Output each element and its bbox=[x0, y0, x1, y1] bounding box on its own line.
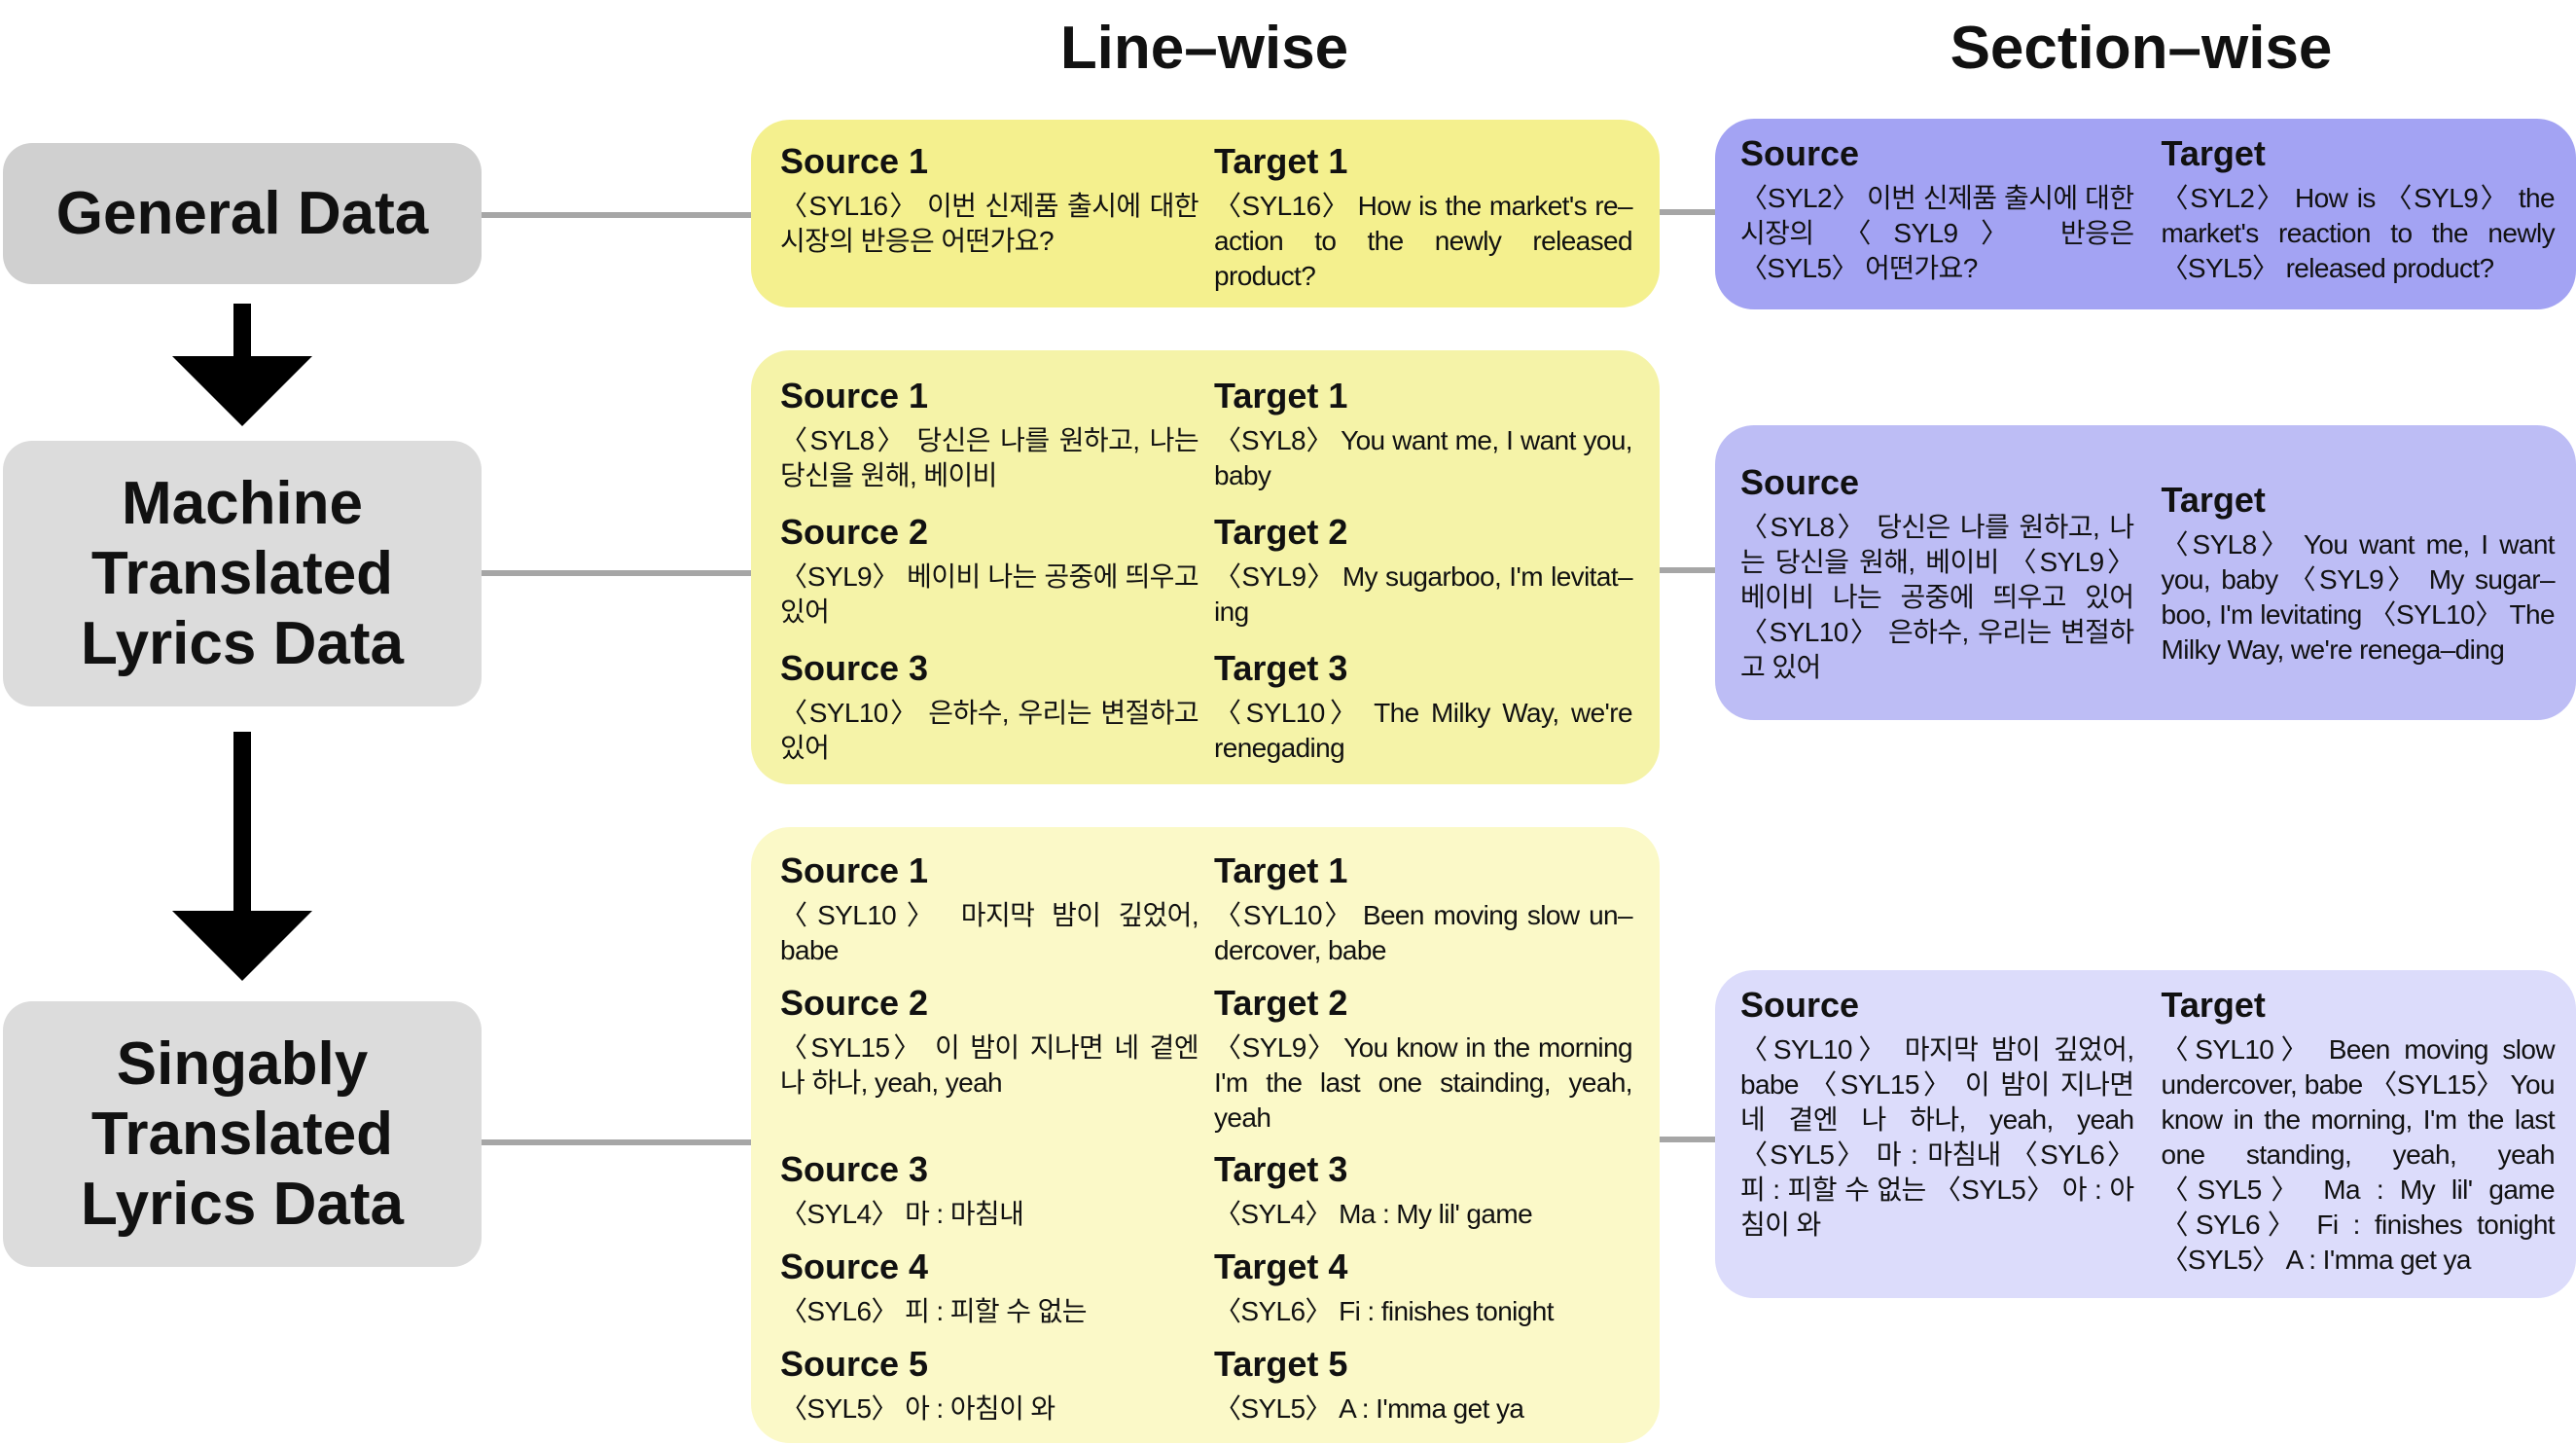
line-wise-header: Line–wise bbox=[1059, 15, 1349, 82]
target-text: 〈SYL8〉 You want me, I want you, baby 〈SY… bbox=[2161, 528, 2556, 665]
level-singably-translated: Singably Translated Lyrics Data bbox=[3, 1001, 482, 1267]
source-text: 〈SYL10〉 마지막 밤이 깊었어, babe bbox=[780, 899, 1199, 965]
connector-line bbox=[1660, 1137, 1715, 1142]
level-machine-translated: Machine Translated Lyrics Data bbox=[3, 441, 482, 706]
target-label: Target 4 bbox=[1214, 1246, 1348, 1287]
arrow-down-icon-1-shaft bbox=[233, 304, 251, 362]
source-text: 〈SYL10〉 마지막 밤이 깊었어, babe 〈SYL15〉 이 밤이 지나… bbox=[1740, 1034, 2134, 1240]
source-text: 〈SYL2〉 이번 신제품 출시에 대한 시장의 〈SYL9〉 반응은 〈SYL… bbox=[1740, 183, 2134, 283]
line-wise-box-singable: Source 1 〈SYL10〉 마지막 밤이 깊었어, babe Target … bbox=[751, 827, 1660, 1443]
target-text: 〈SYL10〉 Been moving slow un–dercover, ba… bbox=[1214, 899, 1633, 965]
source-text: 〈SYL4〉 마 : 마침내 bbox=[780, 1199, 1024, 1230]
line-pair: Source 1 〈SYL10〉 마지막 밤이 깊었어, babe Target … bbox=[780, 849, 1633, 968]
level-general-data: General Data bbox=[3, 143, 482, 284]
line-wise-box-general: Source 1 〈SYL16〉 이번 신제품 출시에 대한 시장의 반응은 어떤… bbox=[751, 120, 1660, 307]
target-label: Target 1 bbox=[1214, 140, 1348, 181]
connector-line bbox=[482, 212, 751, 218]
source-text: 〈SYL8〉 당신은 나를 원하고, 나는 당신을 원해, 베이비 bbox=[780, 425, 1199, 490]
arrow-down-icon-2-shaft bbox=[233, 732, 251, 917]
source-label: Source bbox=[1740, 133, 1860, 173]
source-label: Source 4 bbox=[780, 1246, 929, 1287]
connector-line bbox=[482, 1139, 751, 1145]
section-wise-box-machine: Source 〈SYL8〉 당신은 나를 원하고, 나는 당신을 원해, 베이비 … bbox=[1715, 425, 2576, 720]
arrow-down-icon-1 bbox=[172, 356, 312, 426]
source-label: Source 3 bbox=[780, 1149, 929, 1190]
connector-line bbox=[482, 570, 751, 576]
line-wise-box-machine: Source 1 〈SYL8〉 당신은 나를 원하고, 나는 당신을 원해, 베이… bbox=[751, 350, 1660, 784]
target-text: 〈SYL9〉 My sugarboo, I'm levitat–ing bbox=[1214, 561, 1633, 627]
target-label: Target 3 bbox=[1214, 1149, 1348, 1190]
target-label: Target bbox=[2161, 133, 2266, 173]
source-text: 〈SYL10〉 은하수, 우리는 변절하고 있어 bbox=[780, 698, 1199, 763]
source-label: Source 1 bbox=[780, 376, 929, 415]
line-pair: Source 5 〈SYL5〉 아 : 아침이 와 Target 5 〈SYL5〉 … bbox=[780, 1343, 1632, 1427]
target-text: 〈SYL16〉 How is the market's re–action to… bbox=[1214, 190, 1633, 291]
source-text: 〈SYL16〉 이번 신제품 출시에 대한 시장의 반응은 어떤가요? bbox=[780, 190, 1199, 256]
target-text: 〈SYL10〉 Been moving slow undercover, bab… bbox=[2161, 1034, 2556, 1275]
connector-line bbox=[1660, 209, 1715, 215]
line-pair: Source 3 〈SYL10〉 은하수, 우리는 변절하고 있어 Target … bbox=[780, 647, 1633, 766]
source-text: 〈SYL9〉 베이비 나는 공중에 띄우고 있어 bbox=[780, 561, 1199, 627]
target-label: Target bbox=[2161, 479, 2266, 520]
target-text: 〈SYL9〉 You know in the morning I'm the l… bbox=[1214, 1031, 1633, 1133]
source-label: Source 5 bbox=[780, 1344, 929, 1385]
target-label: Target 5 bbox=[1214, 1344, 1348, 1385]
target-label: Target 2 bbox=[1214, 982, 1348, 1023]
line-pair: Source 2 〈SYL9〉 베이비 나는 공중에 띄우고 있어 Target … bbox=[780, 511, 1633, 630]
section-wise-header: Section–wise bbox=[1950, 15, 2333, 82]
source-label: Source bbox=[1740, 985, 1860, 1025]
source-text: 〈SYL6〉 피 : 피할 수 없는 bbox=[780, 1296, 1088, 1327]
line-pair: Source 1 〈SYL8〉 당신은 나를 원하고, 나는 당신을 원해, 베이… bbox=[780, 375, 1633, 493]
target-text: 〈SYL4〉 Ma : My lil' game bbox=[1214, 1199, 1533, 1230]
target-text: 〈SYL10〉 The Milky Way, we're renegading bbox=[1214, 698, 1633, 763]
arrow-down-icon-2 bbox=[172, 911, 312, 981]
source-label: Source 3 bbox=[780, 648, 929, 688]
source-label: Source 2 bbox=[780, 982, 929, 1023]
target-text: 〈SYL6〉 Fi : finishes tonight bbox=[1214, 1296, 1555, 1327]
target-label: Target 1 bbox=[1214, 849, 1348, 890]
line-pair: Source 1 〈SYL16〉 이번 신제품 출시에 대한 시장의 반응은 어떤… bbox=[780, 140, 1633, 294]
connector-line bbox=[1660, 567, 1715, 573]
target-label: Target 3 bbox=[1214, 648, 1348, 688]
target-text: 〈SYL8〉 You want me, I want you, baby bbox=[1214, 425, 1633, 490]
source-label: Source bbox=[1740, 461, 1860, 502]
target-text: 〈SYL5〉 A : I'mma get ya bbox=[1214, 1393, 1524, 1425]
source-label: Source 1 bbox=[780, 140, 929, 181]
source-label: Source 1 bbox=[780, 849, 929, 890]
target-label: Target 2 bbox=[1214, 512, 1348, 552]
line-pair: Source 4 〈SYL6〉 피 : 피할 수 없는 Target 4 〈SYL6… bbox=[780, 1246, 1632, 1329]
line-pair: Source 2 〈SYL15〉 이 밤이 지나면 네 곁엔 나 하나, yeah… bbox=[780, 982, 1633, 1136]
section-wise-box-singable: Source 〈SYL10〉 마지막 밤이 깊었어, babe 〈SYL15〉 이… bbox=[1715, 970, 2576, 1298]
line-pair: Source 3 〈SYL4〉 마 : 마침내 Target 3 〈SYL4〉 Ma… bbox=[780, 1148, 1632, 1232]
source-label: Source 2 bbox=[780, 512, 929, 552]
source-text: 〈SYL8〉 당신은 나를 원하고, 나는 당신을 원해, 베이비 〈SYL9〉… bbox=[1740, 511, 2134, 682]
target-text: 〈SYL2〉 How is 〈SYL9〉 the market's reacti… bbox=[2161, 183, 2556, 283]
source-text: 〈SYL5〉 아 : 아침이 와 bbox=[780, 1393, 1055, 1425]
target-label: Target 1 bbox=[1214, 376, 1348, 415]
source-text: 〈SYL15〉 이 밤이 지나면 네 곁엔 나 하나, yeah, yeah bbox=[780, 1031, 1199, 1098]
section-wise-box-general: Source 〈SYL2〉 이번 신제품 출시에 대한 시장의 〈SYL9〉 반응… bbox=[1715, 119, 2576, 309]
target-label: Target bbox=[2161, 985, 2266, 1025]
